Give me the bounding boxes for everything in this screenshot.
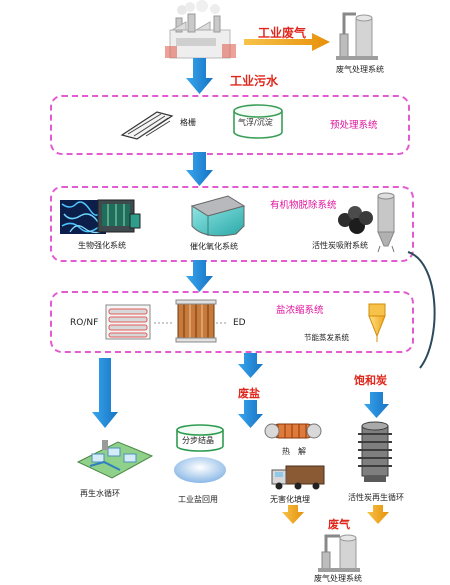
pyrolysis-tube-icon — [264, 423, 322, 439]
carbon-regeneration-label: 活性炭再生循环 — [348, 493, 404, 502]
organics-removal-box — [50, 186, 414, 262]
pretreatment-box — [50, 95, 410, 155]
waste-salt-label: 废盐 — [238, 387, 260, 400]
pyrolysis-label: 热 解 — [282, 447, 306, 456]
flotation-tank-icon — [233, 104, 283, 139]
catalytic-oxidation-label: 催化氧化系统 — [190, 242, 238, 251]
ro-nf-label: RO/NF — [70, 318, 99, 328]
factory-icon — [165, 0, 236, 59]
grid-label: 格栅 — [180, 118, 196, 127]
gas-treatment-tower-icon-top — [336, 12, 378, 60]
industrial-wastewater-label: 工业污水 — [230, 74, 279, 88]
activated-carbon-label: 活性炭吸附系统 — [312, 241, 368, 250]
waste-salt-arrow-2 — [238, 400, 263, 428]
flotation-label: 气浮/沉淀 — [238, 118, 273, 127]
fractional-crystallization-label: 分步结晶 — [182, 436, 214, 445]
ro-nf-membrane-icon — [105, 304, 151, 340]
regeneration-gas-arrow — [367, 505, 389, 524]
evaporation-label: 节能蒸发系统 — [304, 333, 349, 342]
reclaimed-water-loop-icon — [76, 440, 154, 479]
to-organics-arrow — [186, 152, 213, 186]
landfill-truck-icon — [271, 465, 325, 490]
bio-enhanced-icon — [60, 199, 141, 234]
wastewater-arrow — [186, 58, 213, 94]
reclaimed-water-arrow — [92, 358, 118, 428]
gas-treatment-top-label: 废气处理系统 — [336, 65, 384, 74]
salt-pile-icon — [174, 457, 226, 483]
to-gas-treatment-arrow — [244, 33, 330, 51]
salt-concentration-system-label: 盐浓缩系统 — [276, 305, 324, 316]
grid-screen-icon — [120, 111, 174, 140]
catalytic-oxidation-icon — [190, 195, 246, 237]
pretreatment-system-label: 预处理系统 — [330, 120, 378, 131]
organics-removal-system-label: 有机物脱除系统 — [270, 200, 337, 211]
saturated-carbon-arrow — [364, 392, 389, 418]
salt-concentration-box — [50, 291, 414, 353]
saturated-carbon-label: 饱和炭 — [354, 374, 387, 387]
to-salt-arrow — [186, 260, 213, 292]
waste-salt-arrow-1 — [238, 353, 263, 378]
reclaimed-water-label: 再生水循环 — [80, 489, 120, 498]
industrial-gas-label: 工业废气 — [258, 26, 307, 40]
evaporation-cone-icon — [368, 303, 386, 342]
bio-enhanced-label: 生物强化系统 — [78, 241, 126, 250]
industrial-salt-reuse-label: 工业盐回用 — [178, 495, 218, 504]
landfill-gas-arrow — [282, 505, 304, 524]
carbon-regeneration-furnace-icon — [358, 421, 392, 482]
activated-carbon-icon — [338, 192, 395, 253]
ed-stack-icon — [175, 299, 217, 343]
gas-treatment-tower-icon-bottom — [318, 534, 360, 572]
fractional-crystallization-tank-icon — [176, 424, 224, 452]
harmless-landfill-label: 无害化填埋 — [270, 495, 310, 504]
gas-treatment-bottom-label: 废气处理系统 — [314, 574, 362, 583]
gas-bottom-label: 废气 — [328, 518, 350, 531]
ed-label: ED — [233, 318, 246, 328]
